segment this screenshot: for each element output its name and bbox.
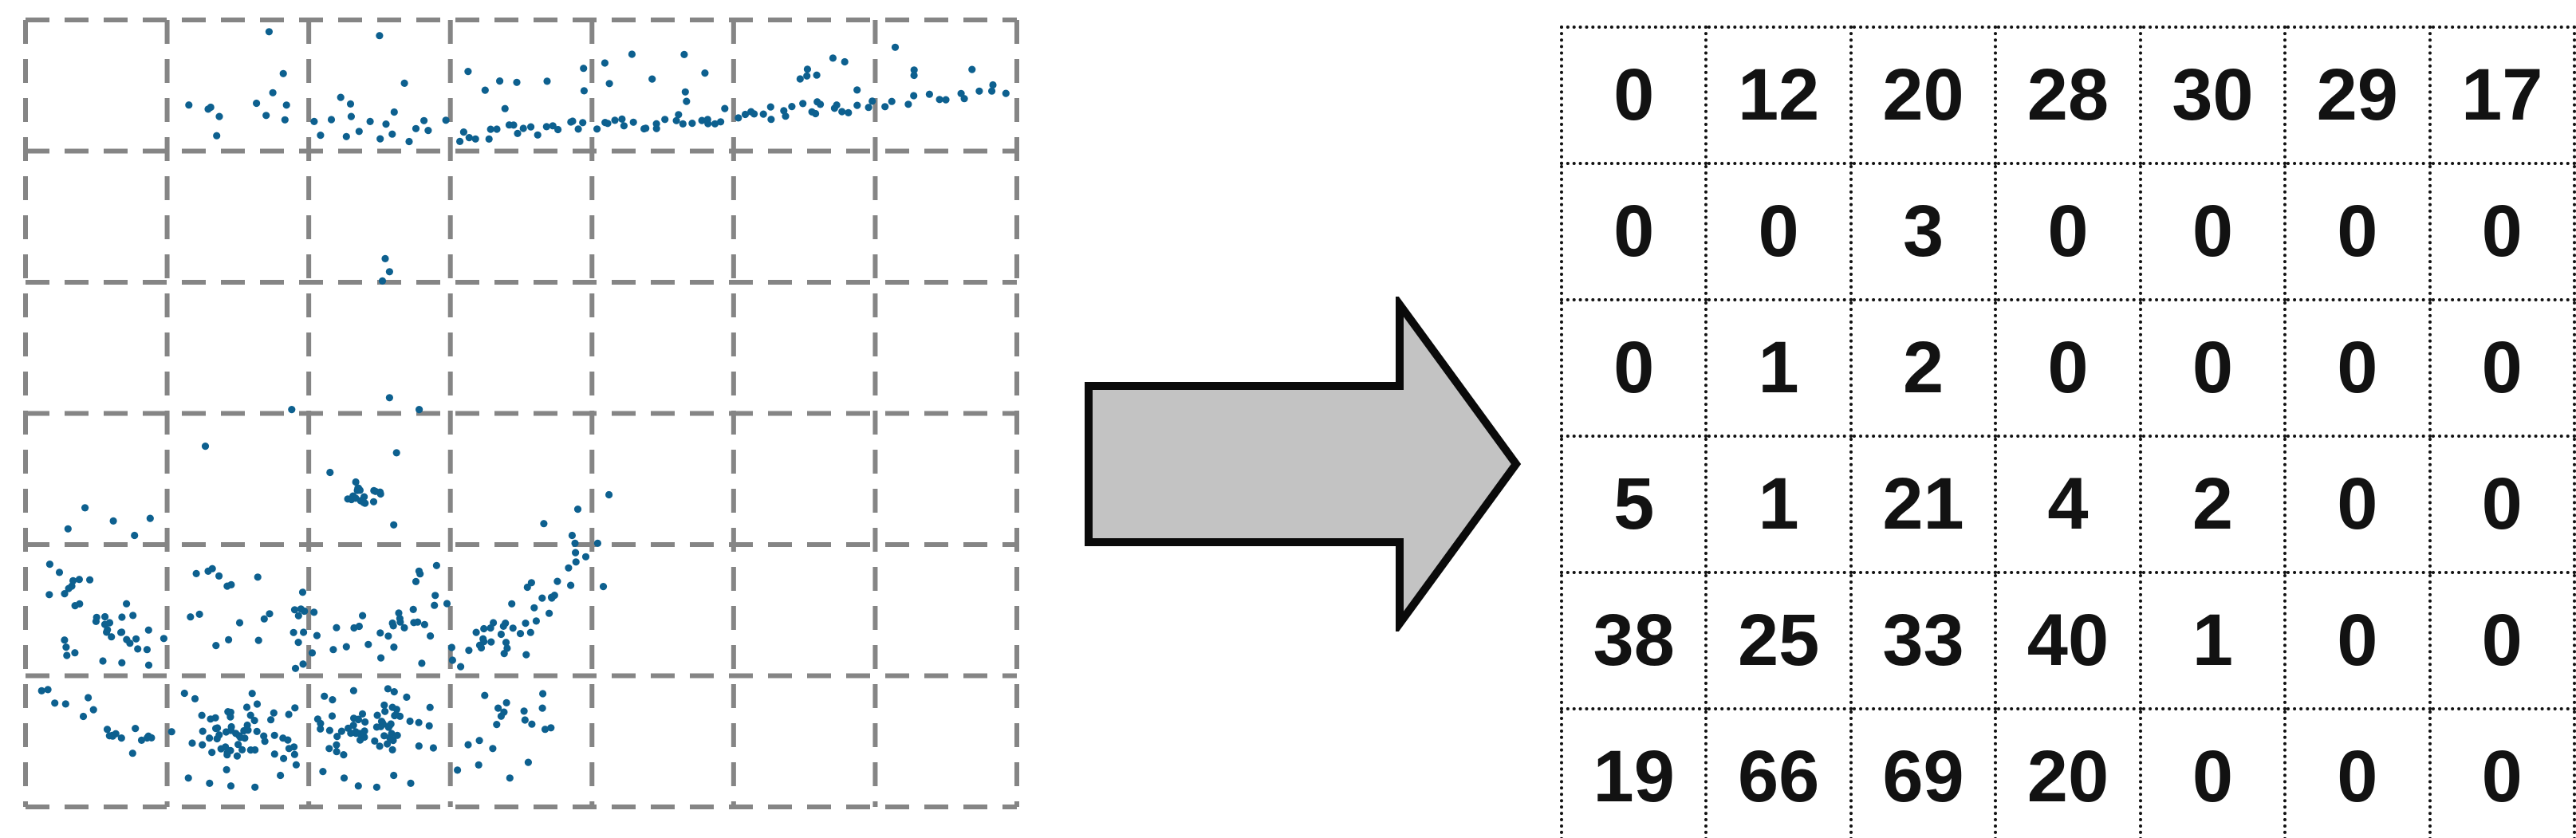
count-cell: 5 xyxy=(1559,435,1708,574)
count-cell: 1 xyxy=(1704,298,1853,438)
count-cell: 0 xyxy=(1559,298,1708,438)
count-cell: 0 xyxy=(2138,707,2287,838)
count-cell: 21 xyxy=(1849,435,1998,574)
scatter-grid-lines xyxy=(23,18,1019,809)
count-cell: 0 xyxy=(2428,707,2576,838)
count-cell: 0 xyxy=(2428,162,2576,301)
right-arrow-icon xyxy=(1085,297,1522,631)
count-cell: 0 xyxy=(2428,435,2576,574)
scatter-plot xyxy=(23,18,1019,809)
count-cell: 0 xyxy=(1559,162,1708,301)
count-cell: 4 xyxy=(1994,435,2142,574)
scatter-points xyxy=(37,28,1010,791)
count-cell: 29 xyxy=(2283,26,2432,165)
count-cell: 0 xyxy=(1559,26,1708,165)
count-cell: 0 xyxy=(2283,298,2432,438)
count-cell: 0 xyxy=(2283,707,2432,838)
count-cell: 25 xyxy=(1704,571,1853,710)
count-cell: 19 xyxy=(1559,707,1708,838)
count-cell: 17 xyxy=(2428,26,2576,165)
count-cell: 33 xyxy=(1849,571,1998,710)
count-cell: 3 xyxy=(1849,162,1998,301)
count-cell: 0 xyxy=(1704,162,1853,301)
count-cell: 28 xyxy=(1994,26,2142,165)
count-cell: 12 xyxy=(1704,26,1853,165)
count-cell: 1 xyxy=(2138,571,2287,710)
count-cell: 0 xyxy=(2283,571,2432,710)
count-cell: 2 xyxy=(1849,298,1998,438)
count-cell: 0 xyxy=(2138,162,2287,301)
count-cell: 0 xyxy=(2428,571,2576,710)
count-cell: 66 xyxy=(1704,707,1853,838)
count-cell: 38 xyxy=(1559,571,1708,710)
count-cell: 0 xyxy=(1994,298,2142,438)
count-cell: 69 xyxy=(1849,707,1998,838)
count-cell: 0 xyxy=(2283,162,2432,301)
count-cell: 0 xyxy=(1994,162,2142,301)
count-cell: 30 xyxy=(2138,26,2287,165)
count-cell: 2 xyxy=(2138,435,2287,574)
count-cell: 40 xyxy=(1994,571,2142,710)
count-cell: 20 xyxy=(1994,707,2142,838)
right-arrow-shape xyxy=(1085,297,1522,631)
count-cell: 0 xyxy=(2138,298,2287,438)
count-cell: 20 xyxy=(1849,26,1998,165)
count-cell: 0 xyxy=(2283,435,2432,574)
count-cell: 0 xyxy=(2428,298,2576,438)
count-cell: 1 xyxy=(1704,435,1853,574)
